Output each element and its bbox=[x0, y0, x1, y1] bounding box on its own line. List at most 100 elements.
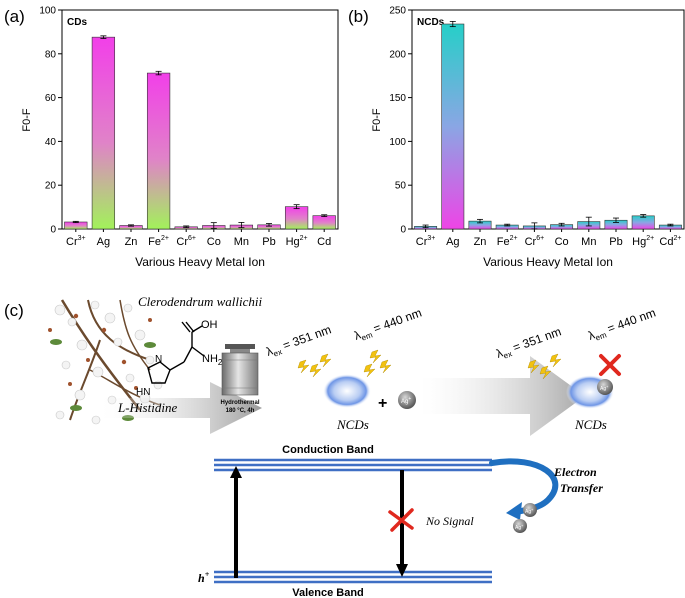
chartB-category-label-2: Zn bbox=[474, 236, 487, 248]
chartA-category-label-9: Cd bbox=[317, 236, 331, 248]
chart-a-frame bbox=[61, 9, 339, 230]
electron-transfer-arrowhead bbox=[506, 502, 522, 520]
panel-label-b: (b) bbox=[348, 7, 369, 26]
conduction-band-lines bbox=[214, 458, 492, 472]
synthesis-scheme: Clerodendrum wallichii OH NH2 HN N L-His… bbox=[48, 294, 658, 598]
ag-ion-1: Ag+ bbox=[398, 391, 416, 409]
excitation-arrowhead bbox=[230, 466, 242, 478]
svg-text:Ag+: Ag+ bbox=[600, 384, 609, 392]
ncds-label-1: NCDs bbox=[336, 417, 369, 432]
chartB-category-label-8: Hg2+ bbox=[632, 235, 654, 248]
chartA-errorbar-4 bbox=[183, 225, 190, 229]
histidine-label: L-Histidine bbox=[117, 400, 177, 415]
chartA-errorbar-3 bbox=[155, 70, 162, 76]
chartB-bar-8 bbox=[631, 215, 655, 230]
chartA-bar-1 bbox=[91, 36, 116, 230]
chart-b-xlabel: Various Heavy Metal Ion bbox=[483, 255, 613, 269]
chart-b-frame bbox=[411, 9, 685, 230]
chartB-errorbar-9 bbox=[667, 223, 674, 227]
chartB-errorbar-7 bbox=[613, 217, 619, 223]
emission-arrowhead bbox=[396, 564, 408, 577]
reactor-condition: 180 °C, 4h bbox=[226, 408, 255, 414]
quench-x-icon bbox=[599, 354, 621, 376]
ncds-dot-1 bbox=[323, 374, 371, 408]
chartB-errorbar-4 bbox=[531, 222, 538, 230]
chartB-category-label-9: Cd2+ bbox=[659, 235, 681, 248]
chartB-ytick-label-4: 200 bbox=[389, 49, 406, 60]
chartB-category-label-1: Ag bbox=[446, 236, 459, 248]
chartA-errorbar-0 bbox=[72, 220, 79, 224]
reactor-label: Hydrothermal bbox=[220, 400, 259, 406]
synthesis-arrow bbox=[100, 382, 262, 434]
plant-illustration bbox=[48, 299, 163, 425]
panel-label-a: (a) bbox=[4, 7, 25, 26]
conduction-band-label: Conduction Band bbox=[282, 444, 374, 456]
svg-text:Ag+: Ag+ bbox=[515, 523, 524, 531]
chartA-ytick-label-3: 60 bbox=[45, 93, 57, 104]
chartB-category-label-6: Mn bbox=[581, 236, 596, 248]
nh2-label: NH2 bbox=[202, 353, 223, 367]
chartA-category-label-6: Mn bbox=[234, 236, 249, 248]
ncds-label-2: NCDs bbox=[574, 417, 607, 432]
electron-transfer-label-2: Transfer bbox=[560, 481, 603, 495]
emission-label-2: λem = 440 nm bbox=[586, 305, 658, 344]
chartB-errorbar-0 bbox=[422, 224, 429, 229]
panel-label-c: (c) bbox=[4, 301, 24, 320]
ag-ion-4: Ag+ bbox=[513, 519, 527, 533]
chartA-errorbar-6 bbox=[238, 222, 245, 229]
chart-a: CDs F0-F Various Heavy Metal Ion 0204060… bbox=[21, 6, 339, 269]
chartB-category-label-3: Fe2+ bbox=[497, 235, 518, 248]
reactor-icon bbox=[221, 344, 259, 396]
svg-text:Ag+: Ag+ bbox=[525, 507, 534, 515]
chartA-errorbar-5 bbox=[210, 222, 217, 229]
chart-a-title: CDs bbox=[67, 17, 87, 28]
chartB-ytick-label-5: 250 bbox=[389, 6, 406, 17]
chartA-category-label-1: Ag bbox=[97, 236, 110, 248]
ag-ion-3: Ag+ bbox=[523, 503, 537, 517]
chart-b: NCDs F0-F Various Heavy Metal Ion 050100… bbox=[371, 6, 685, 269]
electron-transfer-label-1: Electron bbox=[553, 465, 597, 479]
chartA-errorbar-8 bbox=[293, 204, 300, 210]
chartA-category-label-5: Co bbox=[207, 236, 221, 248]
chartB-bar-1 bbox=[441, 23, 465, 230]
chartA-ytick-label-5: 100 bbox=[39, 6, 56, 17]
no-signal-label: No Signal bbox=[425, 514, 474, 528]
oh-label: OH bbox=[201, 319, 218, 331]
chartA-errorbar-1 bbox=[100, 35, 107, 39]
chartB-errorbar-2 bbox=[477, 218, 483, 224]
chart-b-title: NCDs bbox=[417, 17, 445, 28]
chartB-errorbar-5 bbox=[558, 222, 565, 227]
chartA-errorbar-7 bbox=[266, 223, 272, 227]
chartB-ytick-label-1: 50 bbox=[395, 181, 407, 192]
chartA-bar-3 bbox=[146, 72, 171, 230]
lightning-icons-2 bbox=[527, 353, 562, 380]
chartB-ytick-label-0: 0 bbox=[400, 225, 406, 236]
hole-label: h+ bbox=[198, 570, 210, 585]
chartB-category-label-7: Pb bbox=[609, 236, 622, 248]
no-signal-x-icon bbox=[388, 508, 414, 532]
svg-text:Ag+: Ag+ bbox=[401, 396, 411, 405]
ag-ion-2: Ag+ bbox=[597, 379, 613, 395]
chartB-errorbar-6 bbox=[585, 216, 592, 227]
chartA-bar-8 bbox=[284, 206, 309, 230]
valence-band-label: Valence Band bbox=[292, 587, 364, 598]
chartB-category-label-5: Co bbox=[555, 236, 569, 248]
chartB-errorbar-1 bbox=[449, 20, 456, 28]
chartA-category-label-8: Hg2+ bbox=[286, 235, 308, 248]
plus-sign: + bbox=[378, 395, 387, 412]
lightning-icons-1 bbox=[297, 349, 392, 378]
chartA-errorbar-9 bbox=[321, 214, 328, 217]
chartB-errorbar-3 bbox=[504, 223, 511, 227]
valence-band-lines bbox=[214, 570, 492, 584]
band-diagram: Conduction Band Valence Band No Signal h… bbox=[198, 444, 603, 598]
chartB-category-label-0: Cr3+ bbox=[416, 235, 436, 248]
chart-b-ylabel: F0-F bbox=[371, 108, 383, 132]
chart-a-bars bbox=[64, 35, 336, 230]
chartA-errorbar-2 bbox=[128, 224, 134, 227]
chartA-category-label-4: Cr6+ bbox=[176, 235, 196, 248]
hn-label: HN bbox=[136, 387, 150, 398]
